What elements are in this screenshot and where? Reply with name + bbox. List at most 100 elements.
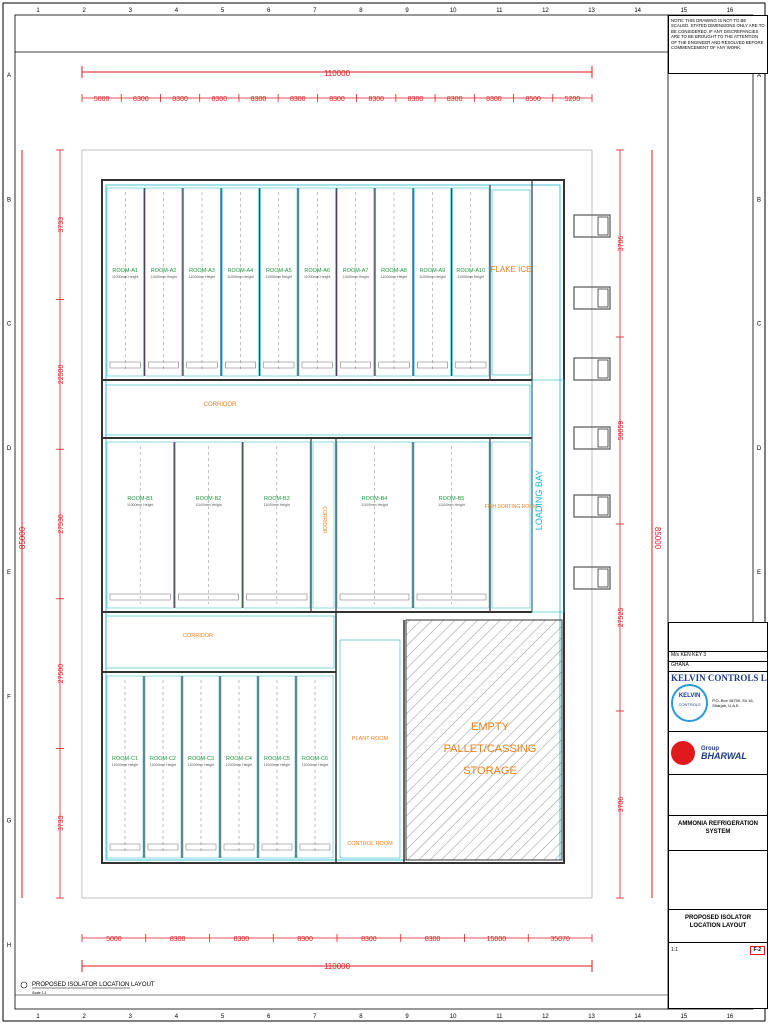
room-height: 11000mm Height bbox=[264, 763, 290, 767]
room-name: ROOM-C2 bbox=[150, 756, 176, 762]
grid-row-label: H bbox=[7, 943, 11, 949]
corridor-ab: CORRIDOR bbox=[102, 384, 532, 439]
grid-column-label: 7 bbox=[313, 8, 317, 14]
overall-dimension-left: 85000 bbox=[18, 150, 27, 898]
truck bbox=[573, 566, 611, 590]
evaporator-unit bbox=[416, 593, 487, 601]
room-outline bbox=[296, 675, 334, 859]
room-height: 11000mm Height bbox=[227, 275, 253, 279]
room-outline bbox=[145, 187, 183, 377]
room-outline bbox=[298, 187, 336, 377]
dimension-value: 27530 bbox=[58, 514, 65, 534]
grid-row-label: A bbox=[7, 73, 11, 79]
room-outline bbox=[106, 441, 174, 609]
corridor-vertical-label: CORRIDOR bbox=[321, 506, 327, 534]
grid-row-label: B bbox=[757, 197, 761, 203]
drawing-number: F-2 bbox=[749, 945, 765, 955]
dimension-value: 8300 bbox=[361, 936, 377, 943]
grid-column-label: 5 bbox=[221, 8, 225, 14]
truck-cab bbox=[597, 288, 609, 308]
flake-ice-label: FLAKE ICE bbox=[491, 265, 532, 274]
notes-box: NOTE: THIS DRAWING IS NOT TO BE SCALED. … bbox=[668, 15, 768, 74]
dimension-value: 5000 bbox=[94, 96, 110, 103]
evaporator-unit bbox=[109, 593, 171, 601]
dimension-value: 35070 bbox=[550, 936, 570, 943]
evaporator-unit bbox=[223, 843, 255, 851]
svg-text:110000: 110000 bbox=[324, 962, 351, 971]
grid-row-label: F bbox=[7, 694, 11, 700]
room-name: ROOM-A5 bbox=[266, 268, 292, 274]
dimension-value: 3706 bbox=[618, 797, 625, 813]
corridor-lower: CORRIDOR bbox=[102, 615, 336, 673]
evaporator-unit bbox=[178, 593, 239, 601]
dimension-value: 5200 bbox=[565, 96, 581, 103]
client-name: M/s KEN KEY 3 bbox=[669, 651, 767, 661]
dimension-value: 50059 bbox=[618, 421, 625, 441]
room-height: 11000mm Height bbox=[438, 503, 464, 507]
truck bbox=[573, 494, 611, 518]
grid-column-label: 15 bbox=[680, 1014, 687, 1020]
evaporator-unit bbox=[185, 843, 217, 851]
dimension-value: 15000 bbox=[487, 936, 507, 943]
evaporator-unit bbox=[299, 843, 331, 851]
truck bbox=[573, 214, 611, 238]
drawing-number-row: 1:1 F-2 bbox=[669, 942, 767, 957]
kelvin-logo: KELVIN CONTROLS bbox=[671, 684, 709, 722]
room-height: 11000mm Height bbox=[419, 275, 445, 279]
svg-text:PROPOSED ISOLATOR LOCATION LAY: PROPOSED ISOLATOR LOCATION LAYOUT bbox=[32, 982, 155, 988]
group-panel: Group BHARWAL bbox=[669, 731, 767, 774]
room-outline bbox=[144, 675, 182, 859]
grid-column-label: 6 bbox=[267, 1014, 271, 1020]
grid-row-label: B bbox=[7, 197, 11, 203]
room-name: ROOM-A10 bbox=[456, 268, 485, 274]
grid-column-label: 3 bbox=[129, 1014, 133, 1020]
dimension-value: 8300 bbox=[212, 96, 228, 103]
room-name: ROOM-A1 bbox=[112, 268, 138, 274]
room-name: ROOM-A7 bbox=[343, 268, 369, 274]
truck bbox=[573, 357, 611, 381]
notes-text: NOTE: THIS DRAWING IS NOT TO BE SCALED. … bbox=[671, 18, 765, 51]
evaporator-unit bbox=[109, 361, 141, 369]
evaporator-unit bbox=[224, 361, 256, 369]
block-c bbox=[335, 612, 405, 863]
room-name: ROOM-C5 bbox=[264, 756, 290, 762]
grid-row-label: E bbox=[757, 570, 761, 576]
grid-column-label: 13 bbox=[588, 1014, 595, 1020]
room-outline bbox=[452, 187, 490, 377]
scale-value: 1:1 bbox=[671, 946, 678, 953]
grid-column-label: 9 bbox=[405, 8, 409, 14]
room-height: 11000mm Height bbox=[226, 763, 252, 767]
dimension-value: 8300 bbox=[297, 936, 313, 943]
dimension-value: 8300 bbox=[408, 96, 424, 103]
room-name: ROOM-A3 bbox=[189, 268, 215, 274]
grid-column-label: 1 bbox=[36, 8, 40, 14]
room-height: 11000mm Height bbox=[266, 275, 292, 279]
grid-column-label: 14 bbox=[634, 8, 641, 14]
grid-row-label: E bbox=[7, 570, 11, 576]
room-height: 11000mm Height bbox=[302, 763, 328, 767]
grid-column-label: 13 bbox=[588, 8, 595, 14]
dimension-value: 8300 bbox=[234, 936, 250, 943]
location: GHANA bbox=[669, 661, 767, 671]
truck-cab bbox=[597, 359, 609, 379]
grid-row-label: C bbox=[757, 322, 762, 328]
evaporator-unit bbox=[417, 361, 448, 369]
fish-sorting-label: FISH SORTING ROOM bbox=[485, 504, 537, 510]
grid-column-label: 12 bbox=[542, 1014, 549, 1020]
tsg-logo bbox=[671, 741, 695, 765]
grid-column-label: 4 bbox=[175, 8, 179, 14]
dimension-value: 8500 bbox=[525, 96, 541, 103]
plant-room-label: PLANT ROOM bbox=[352, 736, 389, 742]
svg-text:85000: 85000 bbox=[653, 527, 662, 550]
room-outline bbox=[175, 441, 242, 609]
flake-ice-room: FLAKE ICE bbox=[491, 189, 532, 376]
room-outline bbox=[336, 441, 413, 609]
overall-dimension-top: 110000 bbox=[81, 66, 593, 78]
grid-column-label: 7 bbox=[313, 1014, 317, 1020]
room-name: ROOM-C1 bbox=[112, 756, 138, 762]
room-outline bbox=[375, 187, 413, 377]
room-height: 11000mm Height bbox=[150, 275, 176, 279]
grid-column-label: 2 bbox=[83, 8, 87, 14]
room-height: 11000mm Height bbox=[112, 763, 138, 767]
